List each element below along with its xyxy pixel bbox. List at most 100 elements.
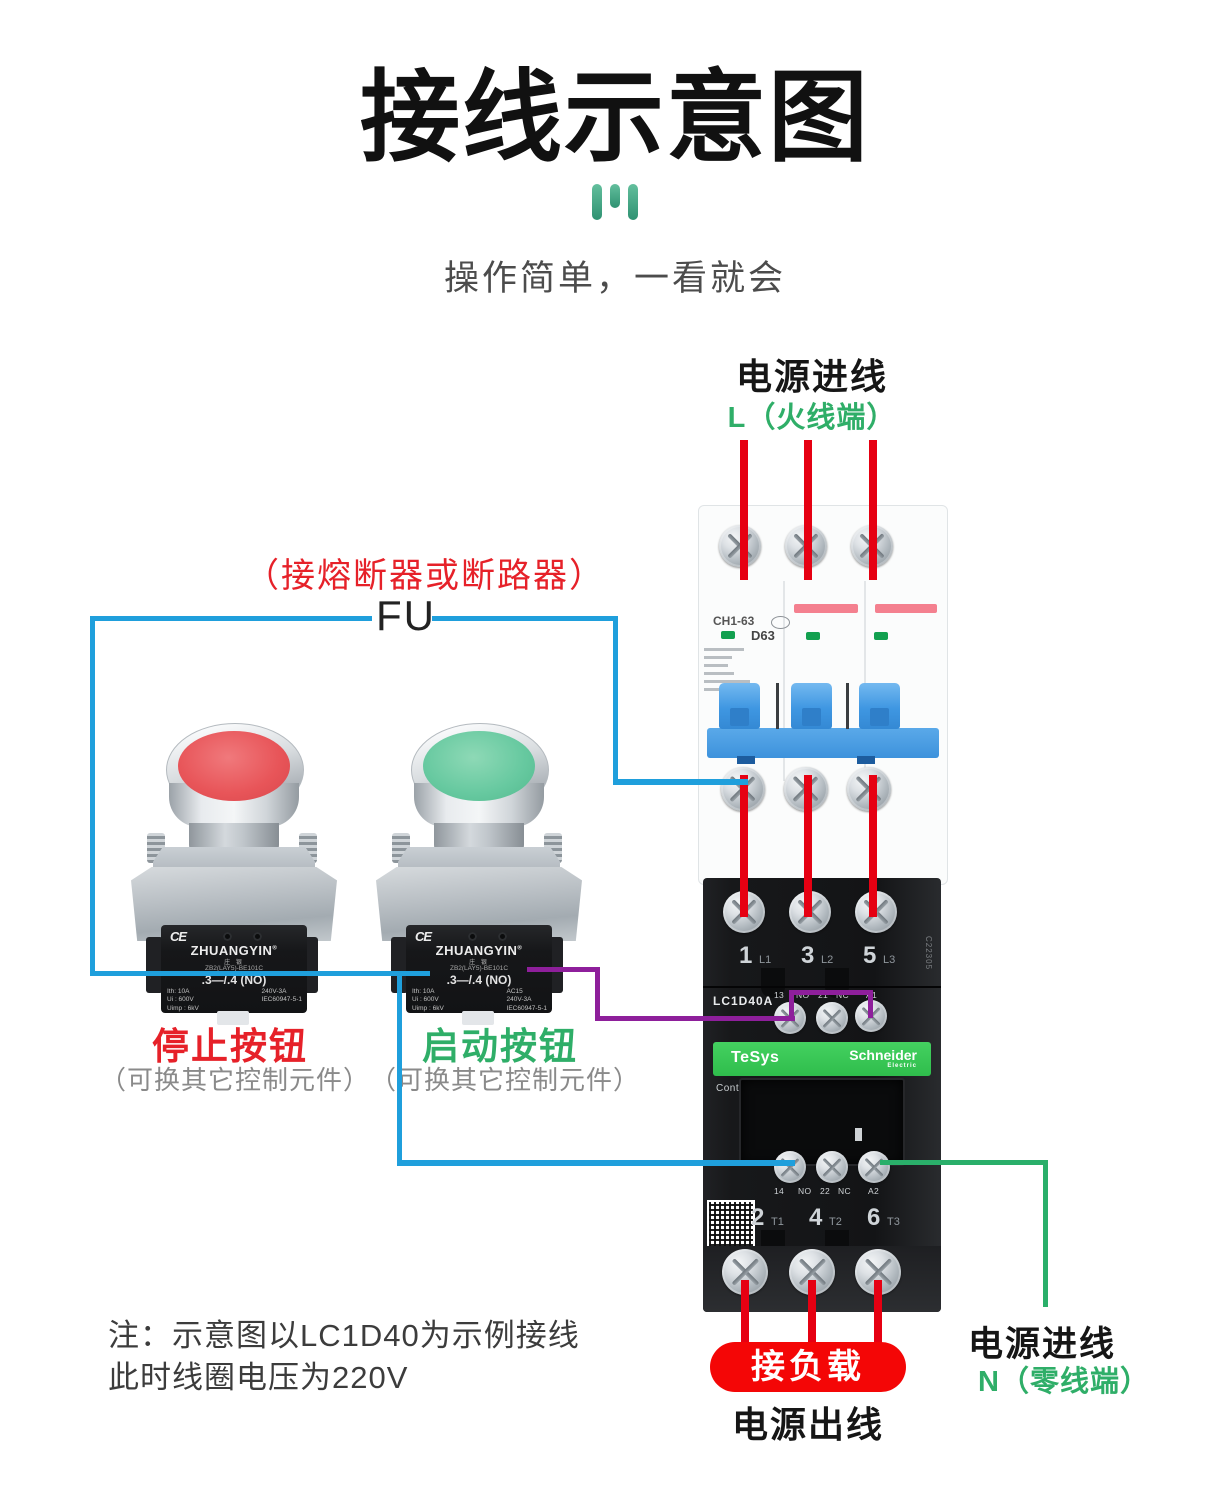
wire-live-1	[740, 440, 748, 580]
stop-button-label: 停止按钮	[152, 1026, 308, 1067]
coil-terminal-label: 13	[774, 990, 785, 1000]
wire-buttons-row	[90, 971, 430, 976]
tie-bar-notch	[737, 756, 755, 764]
wire-start-out	[527, 967, 599, 972]
pole-accent	[794, 604, 858, 613]
breaker-handle[interactable]	[859, 683, 900, 729]
decor-bar-icon	[610, 184, 620, 208]
screw-icon	[774, 1151, 806, 1183]
breaker-handle[interactable]	[719, 683, 760, 729]
breaker-handle[interactable]	[791, 683, 832, 729]
contact-wing	[391, 937, 408, 993]
wire-bridge-up	[789, 993, 794, 1020]
wire-fu-down-left	[90, 616, 95, 976]
case-notch	[761, 968, 785, 998]
wire-fu-left	[90, 616, 372, 621]
spec-line	[704, 656, 732, 659]
ce-mark: CE	[415, 929, 432, 944]
block-model-label: ZB2(LAY5)-BE101C	[449, 965, 509, 972]
green-button-cap[interactable]	[423, 731, 535, 801]
stop-pushbutton[interactable]: CE ZHUANGYIN® 庄 银 ZB2(LAY5)-BE101C .3—/.…	[117, 713, 347, 1025]
plunger-tab	[217, 1011, 249, 1025]
terminal-label: 5 L3	[863, 942, 896, 969]
live-wire-label: L（火线端）	[727, 402, 897, 434]
wire-breaker-out-3	[869, 775, 877, 917]
wire-live-3	[869, 440, 877, 580]
spec-line	[704, 648, 744, 651]
screw-icon	[816, 1151, 848, 1183]
cert-oval-icon	[771, 616, 790, 629]
wire-bridge-over	[789, 990, 873, 995]
contact-label: .3—/.4 (NO)	[446, 973, 512, 987]
wire-bridge-to-a1	[868, 990, 873, 1018]
wire-to-coil-13	[595, 1016, 795, 1021]
pole-accent	[875, 604, 937, 613]
terminal-label: 4 T2	[809, 1204, 842, 1231]
power-out-label: 电源出线	[731, 1404, 884, 1445]
note-line-1: 注：示意图以LC1D40为示例接线	[108, 1318, 580, 1353]
brand-banner: TeSys Schneider Electric	[713, 1042, 931, 1076]
coil-terminal-label: NO	[796, 990, 810, 1000]
page-subtitle: 操作简单，一看就会	[443, 259, 786, 298]
coil-terminal-label: 14	[774, 1186, 785, 1196]
stop-button-hint: （可换其它控制元件）	[100, 1065, 371, 1095]
tie-bar-notch	[857, 756, 875, 764]
handle-tie-bar[interactable]	[707, 728, 939, 758]
ce-mark: CE	[170, 929, 187, 944]
wire-live-2	[804, 440, 812, 580]
indicator-green	[874, 632, 888, 640]
screw-icon	[858, 1151, 890, 1183]
screw-icon	[816, 1002, 848, 1034]
neutral-wire-label: N（零线端）	[978, 1366, 1150, 1398]
spec-line	[704, 664, 728, 667]
window-tick	[855, 1128, 862, 1141]
handle-gap	[776, 683, 779, 729]
wire-to-coil-14	[397, 1160, 795, 1166]
pole-divider	[864, 581, 866, 781]
coil-terminal-label: NC	[838, 1186, 851, 1196]
breaker-model-label: CH1-63	[713, 614, 755, 628]
wire-neutral-v	[1043, 1160, 1048, 1307]
spec-line	[704, 672, 734, 675]
indicator-green	[806, 632, 820, 640]
schneider-electric-label: Electric	[887, 1063, 917, 1069]
coil-terminal-label: NC	[836, 990, 849, 1000]
power-in-live-label: 电源进线	[735, 356, 888, 397]
terminal-label: 6 T3	[867, 1204, 900, 1231]
wire-neutral-h	[880, 1160, 1048, 1165]
fuse-note-label: （接熔断器或断路器）	[245, 557, 605, 595]
red-button-cap[interactable]	[178, 731, 290, 801]
wire-breaker-out-1	[740, 775, 748, 917]
control-label: Control	[716, 1083, 752, 1094]
qr-code	[707, 1200, 755, 1248]
plunger-tab	[462, 1011, 494, 1025]
handle-gap	[846, 683, 849, 729]
brand-cn-label: 庄 银	[224, 960, 244, 966]
note-line-2: 此时线圈电压为220V	[108, 1360, 409, 1395]
coil-terminal-label: 22	[820, 1186, 831, 1196]
decor-bar-icon	[628, 184, 638, 220]
wire-fu-to-breaker	[613, 779, 748, 785]
brand-label: ZHUANGYIN®	[190, 943, 278, 958]
coil-terminal-label: NO	[798, 1186, 812, 1196]
block-recess	[498, 932, 507, 941]
block-recess	[253, 932, 262, 941]
wire-load-1	[741, 1280, 749, 1352]
spec-line	[704, 680, 750, 683]
brand-cn-label: 庄 银	[469, 960, 489, 966]
wire-load-3	[874, 1280, 882, 1352]
start-button-hint: （可换其它控制元件）	[370, 1065, 641, 1095]
tesys-label: TeSys	[731, 1049, 780, 1066]
wire-fu-down-right	[613, 616, 618, 784]
contact-wing	[146, 937, 163, 993]
side-code-label: C22305	[924, 936, 933, 971]
power-in-neutral-label: 电源进线	[968, 1325, 1117, 1364]
start-button-label: 启动按钮	[422, 1026, 578, 1067]
terminal-label: 2 T1	[751, 1204, 784, 1231]
block-model-label: ZB2(LAY5)-BE101C	[204, 965, 264, 972]
